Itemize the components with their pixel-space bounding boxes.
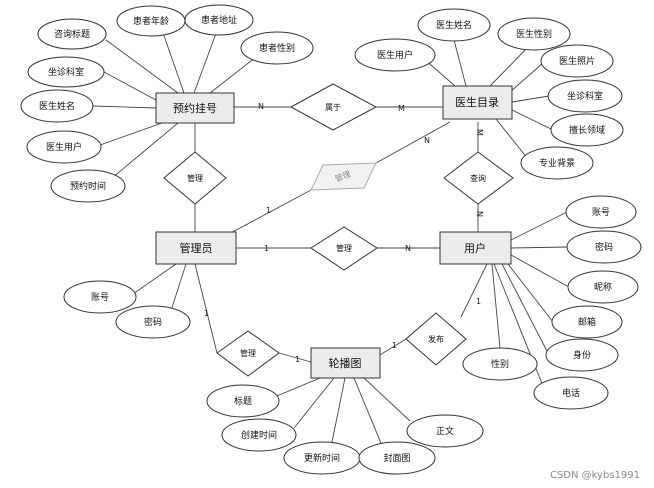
svg-text:坐诊科室: 坐诊科室 xyxy=(567,90,603,102)
card-admin-doctor-n: N xyxy=(424,136,430,145)
attribute-doctor-gender: 医生性别 xyxy=(497,17,571,51)
card-user-carousel-1: 1 xyxy=(476,297,481,306)
relationship-publish: 发布 xyxy=(405,312,467,366)
svg-text:邮箱: 邮箱 xyxy=(578,316,596,328)
svg-text:预约时间: 预约时间 xyxy=(70,180,106,192)
attribute-user-password: 密码 xyxy=(566,230,642,264)
attribute-user-gender: 性别 xyxy=(462,347,538,381)
attribute-admin-account: 账号 xyxy=(63,280,137,314)
svg-text:密码: 密码 xyxy=(144,316,162,328)
attribute-patient-gender: 患者性别 xyxy=(240,31,314,65)
card-doctor-query: M xyxy=(475,129,484,136)
svg-text:医生目录: 医生目录 xyxy=(455,95,499,109)
attribute-user-nickname: 昵称 xyxy=(567,270,639,304)
svg-text:密码: 密码 xyxy=(595,241,613,253)
svg-text:患者地址: 患者地址 xyxy=(201,14,237,26)
relationship-belongs: 属于 xyxy=(289,83,378,131)
attribute-patient-age: 患者年龄 xyxy=(116,5,186,37)
svg-text:创建时间: 创建时间 xyxy=(241,429,277,441)
svg-text:管理: 管理 xyxy=(240,348,256,358)
svg-text:擅长领域: 擅长领域 xyxy=(569,124,605,136)
attribute-patient-address: 患者地址 xyxy=(184,4,254,36)
svg-text:患者年龄: 患者年龄 xyxy=(133,15,169,27)
card-appt-belongs: N xyxy=(258,102,264,111)
attribute-doctor-background: 专业背景 xyxy=(520,146,594,180)
svg-text:属于: 属于 xyxy=(325,103,341,112)
attribute-carousel-title: 标题 xyxy=(206,384,280,418)
attribute-carousel-updated: 更新时间 xyxy=(283,441,361,475)
attribute-user-account: 账号 xyxy=(565,195,637,229)
cardinality-labels: N M N 1 M N 1 N 1 1 1 1 xyxy=(204,102,484,364)
svg-text:账号: 账号 xyxy=(592,207,610,218)
attribute-doctor-photo: 医生照片 xyxy=(540,44,614,78)
svg-text:医生姓名: 医生姓名 xyxy=(39,100,75,112)
entity-carousel: 轮播图 xyxy=(310,347,381,379)
entity-appointment: 预约挂号 xyxy=(155,92,235,124)
card-admin-carousel-2: 1 xyxy=(295,355,300,364)
relationship-manage-user: 管理 xyxy=(310,226,378,271)
svg-text:医生姓名: 医生姓名 xyxy=(436,19,472,31)
card-admin-user-1: 1 xyxy=(264,244,269,253)
connector-lines xyxy=(92,27,570,449)
entity-admin: 管理员 xyxy=(155,231,237,265)
svg-text:医生性别: 医生性别 xyxy=(516,28,552,40)
attribute-carousel-created: 创建时间 xyxy=(221,418,297,452)
svg-text:管理: 管理 xyxy=(187,173,203,183)
attribute-user-phone: 电话 xyxy=(533,376,609,410)
relationship-query: 查询 xyxy=(443,151,514,205)
entity-user: 用户 xyxy=(439,231,512,265)
svg-text:更新时间: 更新时间 xyxy=(304,452,340,464)
relationship-manage-doctor: 管理 xyxy=(310,162,377,191)
svg-text:封面图: 封面图 xyxy=(383,452,410,464)
watermark: CSDN @kybs1991 xyxy=(550,470,640,481)
svg-text:正文: 正文 xyxy=(436,425,454,437)
svg-text:轮播图: 轮播图 xyxy=(329,356,362,370)
svg-text:电话: 电话 xyxy=(562,387,580,399)
svg-text:坐诊科室: 坐诊科室 xyxy=(48,66,84,78)
attribute-carousel-cover: 封面图 xyxy=(358,441,436,475)
attribute-carousel-body: 正文 xyxy=(406,414,484,448)
attribute-doctor-department: 坐诊科室 xyxy=(547,79,623,113)
attribute-user-identity: 身份 xyxy=(545,338,619,372)
attribute-appt-doctor-user: 医生用户 xyxy=(26,130,102,164)
card-user-carousel-2: 1 xyxy=(392,341,397,350)
attribute-doctor-name: 医生姓名 xyxy=(417,8,491,42)
svg-text:账号: 账号 xyxy=(91,292,109,303)
svg-text:发布: 发布 xyxy=(428,334,444,344)
card-admin-user-n: N xyxy=(405,244,411,253)
svg-text:医生用户: 医生用户 xyxy=(377,49,413,61)
card-admin-carousel-1: 1 xyxy=(204,309,209,318)
svg-text:身份: 身份 xyxy=(573,349,591,361)
svg-text:患者性别: 患者性别 xyxy=(259,42,295,54)
svg-text:用户: 用户 xyxy=(464,241,486,255)
relationship-manage-carousel: 管理 xyxy=(216,330,280,377)
svg-text:昵称: 昵称 xyxy=(594,281,612,293)
card-query-user: N xyxy=(475,211,484,217)
entity-doctor-list: 医生目录 xyxy=(442,85,513,120)
attribute-doctor-user: 医生用户 xyxy=(354,38,436,72)
attribute-user-email: 邮箱 xyxy=(551,305,623,339)
svg-text:管理员: 管理员 xyxy=(180,241,213,255)
svg-text:专业背景: 专业背景 xyxy=(539,157,575,169)
svg-text:管理: 管理 xyxy=(336,243,352,253)
attribute-admin-password: 密码 xyxy=(115,305,191,339)
svg-text:标题: 标题 xyxy=(234,395,252,407)
card-belongs-doctor: M xyxy=(398,104,405,113)
attribute-appt-department: 坐诊科室 xyxy=(27,56,105,88)
svg-text:咨询标题: 咨询标题 xyxy=(54,28,90,40)
attribute-doctor-specialty: 擅长领域 xyxy=(550,113,624,147)
attribute-appt-doctor-name: 医生姓名 xyxy=(20,89,94,123)
svg-text:性别: 性别 xyxy=(491,358,509,370)
attribute-appt-time: 预约时间 xyxy=(50,169,126,203)
svg-text:医生用户: 医生用户 xyxy=(46,141,82,153)
attribute-consult-title: 咨询标题 xyxy=(37,18,107,50)
relationship-manage-appointment: 管理 xyxy=(163,151,227,205)
svg-text:医生照片: 医生照片 xyxy=(559,55,595,67)
card-admin-doctor-1: 1 xyxy=(266,206,271,215)
svg-text:查询: 查询 xyxy=(470,173,486,183)
svg-text:预约挂号: 预约挂号 xyxy=(173,101,217,115)
